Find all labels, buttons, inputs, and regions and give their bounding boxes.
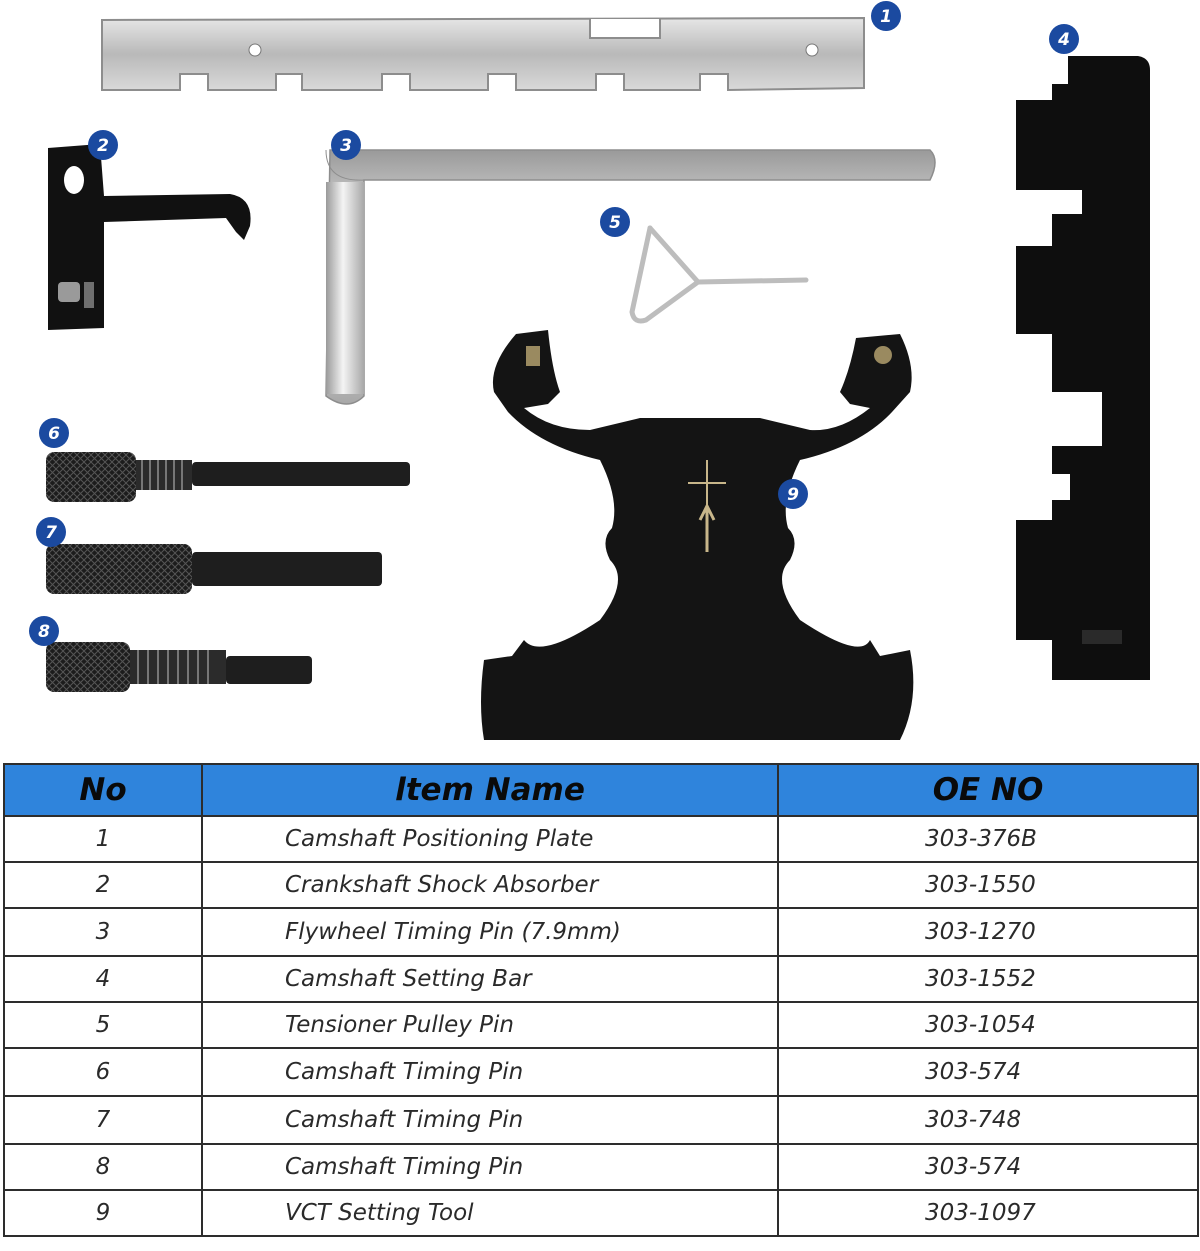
row-no: 2 — [3, 861, 203, 909]
row-oe-no: 303-1270 — [777, 907, 1199, 957]
parts-table: No ltem Name OE NO 1 Camshaft Positionin… — [3, 763, 1199, 1237]
positioning-plate-icon — [101, 16, 865, 92]
row-item-name: VCT Setting Tool — [201, 1189, 779, 1237]
tool-badge-8: 8 — [29, 616, 59, 646]
row-item-name: Flywheel Timing Pin (7.9mm) — [201, 907, 779, 957]
header-oe-no: OE NO — [777, 763, 1199, 817]
setting-bar-icon — [1016, 56, 1150, 680]
vct-setting-tool-icon — [481, 330, 914, 740]
tool-badge-3: 3 — [331, 130, 361, 160]
badge-label: 5 — [609, 213, 621, 233]
table-row: 4 Camshaft Setting Bar 303-1552 — [3, 955, 1199, 1003]
badge-label: 6 — [48, 424, 60, 444]
table-row: 7 Camshaft Timing Pin 303-748 — [3, 1095, 1199, 1145]
table-row: 6 Camshaft Timing Pin 303-574 — [3, 1047, 1199, 1097]
row-item-name: Camshaft Positioning Plate — [201, 815, 779, 863]
knurled-timing-pin-icon — [46, 544, 382, 594]
table-row: 2 Crankshaft Shock Absorber 303-1550 — [3, 861, 1199, 909]
badge-label: 2 — [97, 136, 109, 156]
triangle-pin-icon — [629, 225, 809, 324]
table-row: 5 Tensioner Pulley Pin 303-1054 — [3, 1001, 1199, 1049]
row-oe-no: 303-1550 — [777, 861, 1199, 909]
tool-kit-illustration: 1 2 3 4 5 6 7 8 9 — [29, 1, 1150, 740]
row-no: 5 — [3, 1001, 203, 1049]
tool-badge-7: 7 — [36, 517, 66, 547]
row-item-name: Camshaft Timing Pin — [201, 1095, 779, 1145]
badge-label: 1 — [880, 7, 892, 27]
badge-label: 7 — [45, 523, 57, 543]
badge-label: 9 — [787, 485, 799, 505]
row-no: 1 — [3, 815, 203, 863]
row-item-name: Camshaft Setting Bar — [201, 955, 779, 1003]
badge-label: 3 — [340, 136, 352, 156]
row-no: 4 — [3, 955, 203, 1003]
tool-badge-1: 1 — [871, 1, 901, 31]
knurled-timing-pin-icon — [46, 642, 312, 692]
row-oe-no: 303-376B — [777, 815, 1199, 863]
row-item-name: Tensioner Pulley Pin — [201, 1001, 779, 1049]
tool-badge-4: 4 — [1049, 24, 1079, 54]
shock-absorber-bracket-icon — [48, 144, 251, 330]
row-no: 3 — [3, 907, 203, 957]
row-item-name: Camshaft Timing Pin — [201, 1143, 779, 1191]
row-no: 6 — [3, 1047, 203, 1097]
row-oe-no: 303-1552 — [777, 955, 1199, 1003]
row-no: 9 — [3, 1189, 203, 1237]
row-oe-no: 303-748 — [777, 1095, 1199, 1145]
table-row: 8 Camshaft Timing Pin 303-574 — [3, 1143, 1199, 1191]
row-oe-no: 303-574 — [777, 1047, 1199, 1097]
table-row: 3 Flywheel Timing Pin (7.9mm) 303-1270 — [3, 907, 1199, 957]
header-item-name: ltem Name — [201, 763, 779, 817]
badge-label: 8 — [38, 622, 50, 642]
table-header-row: No ltem Name OE NO — [3, 763, 1199, 817]
table-row: 1 Camshaft Positioning Plate 303-376B — [3, 815, 1199, 863]
row-oe-no: 303-1097 — [777, 1189, 1199, 1237]
tool-badge-2: 2 — [88, 130, 118, 160]
row-oe-no: 303-1054 — [777, 1001, 1199, 1049]
header-no: No — [3, 763, 203, 817]
tool-badge-9: 9 — [778, 479, 808, 509]
badge-label: 4 — [1057, 30, 1070, 50]
row-oe-no: 303-574 — [777, 1143, 1199, 1191]
row-no: 7 — [3, 1095, 203, 1145]
row-no: 8 — [3, 1143, 203, 1191]
knurled-timing-pin-icon — [46, 452, 410, 502]
tool-badge-5: 5 — [600, 207, 630, 237]
tool-badge-6: 6 — [39, 418, 69, 448]
row-item-name: Crankshaft Shock Absorber — [201, 861, 779, 909]
row-item-name: Camshaft Timing Pin — [201, 1047, 779, 1097]
table-row: 9 VCT Setting Tool 303-1097 — [3, 1189, 1199, 1237]
l-shaped-pin-icon — [325, 149, 936, 405]
